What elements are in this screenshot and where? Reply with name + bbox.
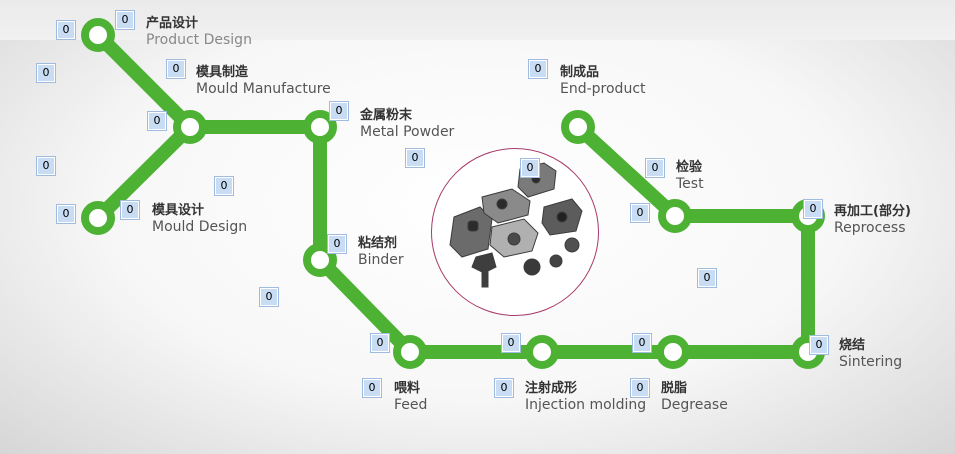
badge: 0 [120, 200, 140, 220]
node-dot-mould-design [81, 201, 115, 235]
badge: 0 [370, 333, 390, 353]
node-dot-injection-molding [525, 335, 559, 369]
node-zh-metal-powder: 金属粉末 [360, 108, 413, 123]
node-label-product-design: 产品设计 Product Design [146, 16, 252, 48]
node-en-product-design: Product Design [146, 31, 252, 48]
badge: 0 [630, 203, 650, 223]
node-en-sintering: Sintering [839, 353, 903, 370]
node-zh-mould-manufacture: 模具制造 [196, 65, 249, 80]
node-zh-product-design: 产品设计 [146, 16, 199, 31]
badge: 0 [327, 234, 347, 254]
badge: 0 [214, 176, 234, 196]
node-en-metal-powder: Metal Powder [360, 123, 455, 140]
node-dot-end-product [561, 110, 595, 144]
node-en-mould-design: Mould Design [152, 218, 248, 235]
badge: 0 [147, 111, 167, 131]
badge: 0 [36, 63, 56, 83]
badge: 0 [520, 158, 540, 178]
node-zh-injection-molding: 注射成形 [525, 381, 578, 396]
badge: 0 [494, 378, 514, 398]
badge: 0 [501, 333, 521, 353]
node-dot-mould-manufacture [173, 110, 207, 144]
badge: 0 [645, 158, 665, 178]
node-en-test: Test [676, 175, 704, 192]
badge: 0 [809, 335, 829, 355]
badge: 0 [166, 59, 186, 79]
node-zh-mould-design: 模具设计 [152, 203, 205, 218]
node-label-reprocess: 再加工(部分) Reprocess [834, 204, 911, 236]
node-en-binder: Binder [358, 251, 404, 268]
node-dot-binder [303, 243, 337, 277]
node-label-sintering: 烧结 Sintering [839, 338, 902, 370]
badge: 0 [56, 20, 76, 40]
node-zh-test: 检验 [676, 160, 703, 175]
node-label-injection-molding: 注射成形 Injection molding [525, 381, 646, 413]
node-en-end-product: End-product [560, 80, 646, 97]
node-label-metal-powder: 金属粉末 Metal Powder [360, 108, 454, 140]
node-en-injection-molding: Injection molding [525, 396, 647, 413]
badge: 0 [630, 378, 650, 398]
badge: 0 [632, 333, 652, 353]
node-zh-degrease: 脱脂 [661, 381, 688, 396]
node-dot-metal-powder [303, 110, 337, 144]
node-zh-sintering: 烧结 [839, 338, 866, 353]
badge: 0 [56, 204, 76, 224]
badge: 0 [528, 59, 548, 79]
node-en-feed: Feed [394, 396, 428, 413]
badge: 0 [362, 378, 382, 398]
node-label-binder: 粘结剂 Binder [358, 236, 404, 268]
node-en-mould-manufacture: Mould Manufacture [196, 80, 331, 97]
badge: 0 [803, 199, 823, 219]
node-label-feed: 喂料 Feed [394, 381, 427, 413]
node-zh-end-product: 制成品 [560, 65, 600, 80]
node-dot-test [658, 199, 692, 233]
badge: 0 [36, 156, 56, 176]
node-label-mould-manufacture: 模具制造 Mould Manufacture [196, 65, 331, 97]
badge: 0 [259, 287, 279, 307]
top-band [0, 0, 955, 40]
badge: 0 [405, 148, 425, 168]
badge: 0 [115, 10, 135, 30]
node-zh-binder: 粘结剂 [358, 236, 398, 251]
badge: 0 [697, 268, 717, 288]
badge: 0 [329, 101, 349, 121]
node-en-reprocess: Reprocess [834, 219, 906, 236]
mim-parts-photo-icon [431, 148, 599, 316]
node-label-test: 检验 Test [676, 160, 704, 192]
node-label-degrease: 脱脂 Degrease [661, 381, 728, 413]
node-dot-degrease [656, 335, 690, 369]
node-label-mould-design: 模具设计 Mould Design [152, 203, 247, 235]
node-zh-reprocess: 再加工(部分) [834, 204, 911, 219]
node-en-degrease: Degrease [661, 396, 728, 413]
node-dot-feed [393, 335, 427, 369]
node-dot-product-design [81, 18, 115, 52]
node-zh-feed: 喂料 [394, 381, 421, 396]
node-label-end-product: 制成品 End-product [560, 65, 646, 97]
